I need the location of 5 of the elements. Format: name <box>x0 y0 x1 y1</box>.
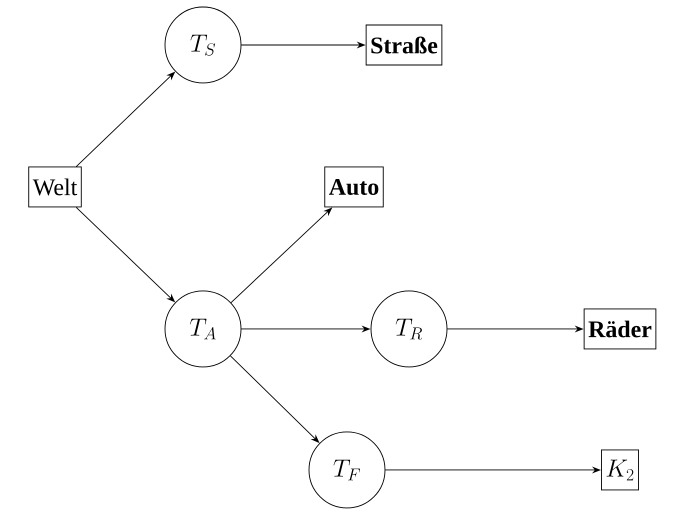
label-box: Straße <box>366 24 442 66</box>
label-box: Auto <box>324 166 384 208</box>
label-box: Räder <box>584 308 656 350</box>
label-box: $K_2$ <box>601 450 639 490</box>
label-box: Welt <box>28 166 82 208</box>
